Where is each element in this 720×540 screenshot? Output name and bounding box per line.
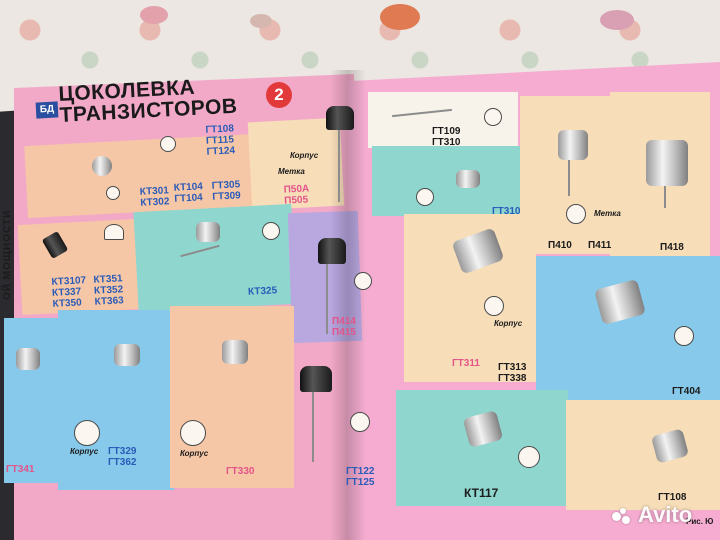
flower-pattern [140, 6, 168, 24]
pin-diagram [674, 326, 694, 346]
flower-pattern [250, 14, 272, 28]
transistor-drawing [114, 344, 140, 366]
transistor-drawing [456, 170, 480, 188]
transistor-lead [312, 392, 314, 462]
transistor-drawing [196, 222, 220, 242]
label-gt330: ГТ330 [226, 466, 255, 477]
pin-diagram [262, 222, 280, 240]
pin-diagram [354, 272, 372, 290]
pin-diagram [104, 224, 124, 240]
panel-gt108b [566, 400, 720, 510]
transistor-drawing [92, 156, 112, 176]
page-number-badge: 2 [266, 82, 292, 108]
panel-gt310 [372, 146, 520, 216]
pin-diagram [160, 136, 176, 152]
transistor-lead [568, 160, 570, 196]
pin-diagram [484, 108, 502, 126]
flower-pattern [380, 4, 420, 30]
figure-reference: Рис. Ю [686, 517, 714, 526]
transistor-drawing [646, 140, 688, 186]
panel-gt341 [4, 318, 66, 483]
label-kt117: КТ117 [464, 486, 499, 500]
label-korpus-3: Корпус [70, 447, 99, 456]
transistor-lead [326, 264, 328, 334]
panel-gt329 [58, 310, 174, 490]
avito-watermark: Avito [638, 502, 693, 527]
label-gt311: ГТ311 [452, 358, 480, 369]
label-gt341: ГТ341 [6, 464, 35, 475]
label-kt325: КТ325 [247, 285, 278, 298]
label-metka-2: Метка [594, 209, 621, 218]
label-korpus-2: Корпус [494, 319, 523, 328]
transistor-drawing [16, 348, 40, 370]
transistor-drawing [558, 130, 588, 160]
transistor-lead [338, 130, 340, 202]
panel-gt330 [170, 306, 294, 488]
pin-diagram [106, 186, 120, 200]
avito-logo-icon [612, 508, 634, 524]
pin-diagram [350, 412, 370, 432]
page-title: ЦОКОЛЕВКА ТРАНЗИСТОРОВ [58, 75, 238, 127]
label-korpus-4: Корпус [180, 449, 209, 458]
transistor-drawing [318, 238, 346, 264]
label-gt108-2: ГТ108 [658, 492, 687, 503]
label-gt310: ГТ310 [492, 206, 521, 217]
pin-diagram [566, 204, 586, 224]
book-gutter-shadow [330, 70, 366, 540]
pin-diagram [74, 420, 100, 446]
pin-diagram [416, 188, 434, 206]
publisher-logo: БД [35, 101, 59, 119]
pin-diagram [180, 420, 206, 446]
pin-diagram [518, 446, 540, 468]
pin-diagram [484, 296, 504, 316]
label-korpus: Корпус [290, 151, 319, 160]
transistor-lead [664, 186, 666, 208]
label-p410: П410 [548, 240, 572, 251]
label-p411: П411 [588, 240, 612, 251]
label-metka: Метка [278, 167, 305, 176]
label-p418: П418 [660, 242, 684, 253]
side-caption: ОЙ МОЩНОСТИ [2, 209, 13, 300]
panel-kt117 [396, 390, 568, 506]
label-gt404: ГТ404 [672, 386, 701, 397]
transistor-drawing [326, 106, 354, 130]
flower-pattern [600, 10, 634, 30]
transistor-drawing [222, 340, 248, 364]
transistor-drawing [300, 366, 332, 392]
